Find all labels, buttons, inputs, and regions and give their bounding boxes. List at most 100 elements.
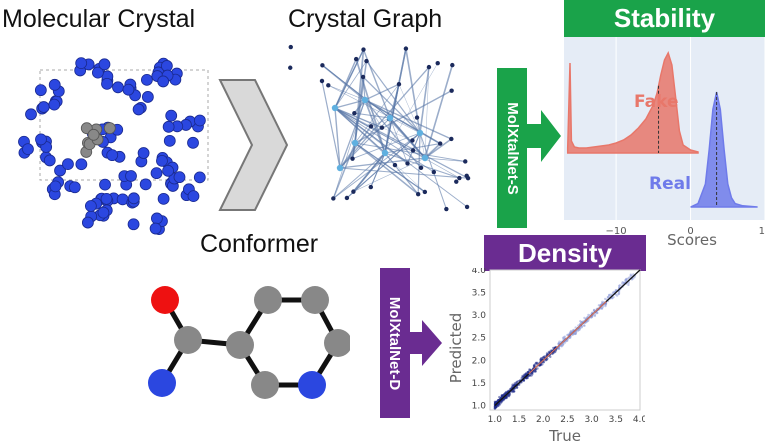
density-point xyxy=(536,367,539,370)
density-point xyxy=(557,341,560,345)
conformer-image xyxy=(148,286,350,399)
graph-node xyxy=(381,149,389,157)
graph-edge xyxy=(333,132,421,199)
stability-title: Stability xyxy=(564,0,765,37)
purple-arrow-icon xyxy=(410,320,442,366)
density-point xyxy=(612,290,615,294)
graph-node xyxy=(336,164,344,172)
green-arrow-icon xyxy=(527,110,561,162)
density-x-axis-label: True xyxy=(548,427,581,445)
density-y-tick: 1.0 xyxy=(472,401,487,411)
crystal-graph-label: Crystal Graph xyxy=(288,5,443,33)
crystal-atom xyxy=(165,109,178,122)
density-point xyxy=(545,352,549,355)
density-point xyxy=(536,361,539,365)
graph-node xyxy=(331,104,339,112)
density-point xyxy=(624,279,627,282)
crystal-atom-gray xyxy=(103,122,116,135)
crystal-atom xyxy=(99,178,111,191)
graph-edge xyxy=(424,157,466,162)
density-y-axis-label: Predicted xyxy=(447,313,465,383)
graph-edge xyxy=(384,152,460,179)
crystal-atom xyxy=(75,158,88,171)
density-point xyxy=(507,394,510,397)
graph-edge xyxy=(334,107,341,169)
graph-edge xyxy=(334,99,366,109)
graph-node xyxy=(457,175,462,181)
graph-node xyxy=(454,179,459,184)
density-y-tick: 1.5 xyxy=(472,379,486,389)
stability-x-tick: 10 xyxy=(759,226,765,237)
graph-node xyxy=(422,189,428,195)
graph-edge xyxy=(352,152,386,193)
graph-node xyxy=(361,47,366,52)
crystal-atom xyxy=(193,171,206,184)
density-point xyxy=(542,361,545,364)
graph-edge xyxy=(339,167,469,179)
density-x-tick: 1.0 xyxy=(488,415,503,425)
crystal-atom xyxy=(187,136,199,149)
graph-edge xyxy=(339,99,366,169)
density-point xyxy=(587,313,590,317)
crystal-atom xyxy=(173,171,186,184)
density-y-tick: 3.5 xyxy=(472,289,486,299)
density-point xyxy=(628,276,631,279)
density-x-tick: 2.5 xyxy=(560,415,574,425)
density-point xyxy=(607,296,610,299)
graph-node xyxy=(319,78,325,84)
density-title: Density xyxy=(484,235,646,271)
density-point xyxy=(562,342,565,346)
crystal-atom xyxy=(112,81,124,94)
crystal-atom xyxy=(149,222,162,235)
graph-edge xyxy=(339,66,430,169)
crystal-atom xyxy=(62,158,74,171)
molecular-crystal-image xyxy=(18,57,209,235)
graph-node xyxy=(450,62,455,68)
graph-edge xyxy=(398,84,421,134)
graph-edge xyxy=(424,67,430,159)
density-point xyxy=(542,355,546,359)
graph-node xyxy=(320,63,325,68)
density-point xyxy=(597,304,601,307)
density-x-tick: 4.0 xyxy=(633,415,645,425)
density-point xyxy=(574,332,577,336)
graph-edge xyxy=(333,99,366,199)
graph-edge xyxy=(424,64,454,159)
graph-node xyxy=(403,46,409,51)
crystal-atom xyxy=(106,149,119,162)
real-series-label: Real xyxy=(649,174,691,194)
density-point xyxy=(520,376,523,380)
density-point xyxy=(539,358,543,362)
stability-chart: −10010 Fake Real Scores xyxy=(564,37,765,245)
density-y-tick: 4.0 xyxy=(472,268,487,276)
molxtalnet-s-label: MolXtalNet-S xyxy=(503,101,521,195)
density-point xyxy=(522,379,526,382)
graph-node xyxy=(416,129,424,137)
molecular-crystal-label: Molecular Crystal xyxy=(2,5,196,33)
graph-edge xyxy=(364,99,422,169)
density-point xyxy=(515,380,518,384)
crystal-atom xyxy=(162,164,174,177)
density-x-tick: 2.0 xyxy=(536,415,551,425)
density-point xyxy=(617,292,620,296)
crystal-atom xyxy=(150,167,163,180)
graph-edge xyxy=(346,132,421,199)
graph-node xyxy=(414,115,420,120)
graph-edge xyxy=(364,99,441,145)
crystal-atom-gray xyxy=(87,128,100,141)
crystal-atom xyxy=(84,200,97,212)
density-trend-line xyxy=(528,301,607,375)
graph-node xyxy=(449,88,454,93)
crystal-atom xyxy=(22,143,34,156)
graph-node xyxy=(405,161,410,166)
stability-x-tick: −10 xyxy=(606,226,627,237)
crystal-atom xyxy=(54,164,66,177)
density-point xyxy=(580,321,583,324)
crystal-atom xyxy=(137,147,150,159)
graph-node xyxy=(326,83,331,88)
graph-node xyxy=(352,110,357,116)
graph-node xyxy=(396,81,402,87)
crystal-atom xyxy=(151,212,163,225)
graph-edge xyxy=(419,132,426,159)
density-x-tick: 1.5 xyxy=(512,415,526,425)
